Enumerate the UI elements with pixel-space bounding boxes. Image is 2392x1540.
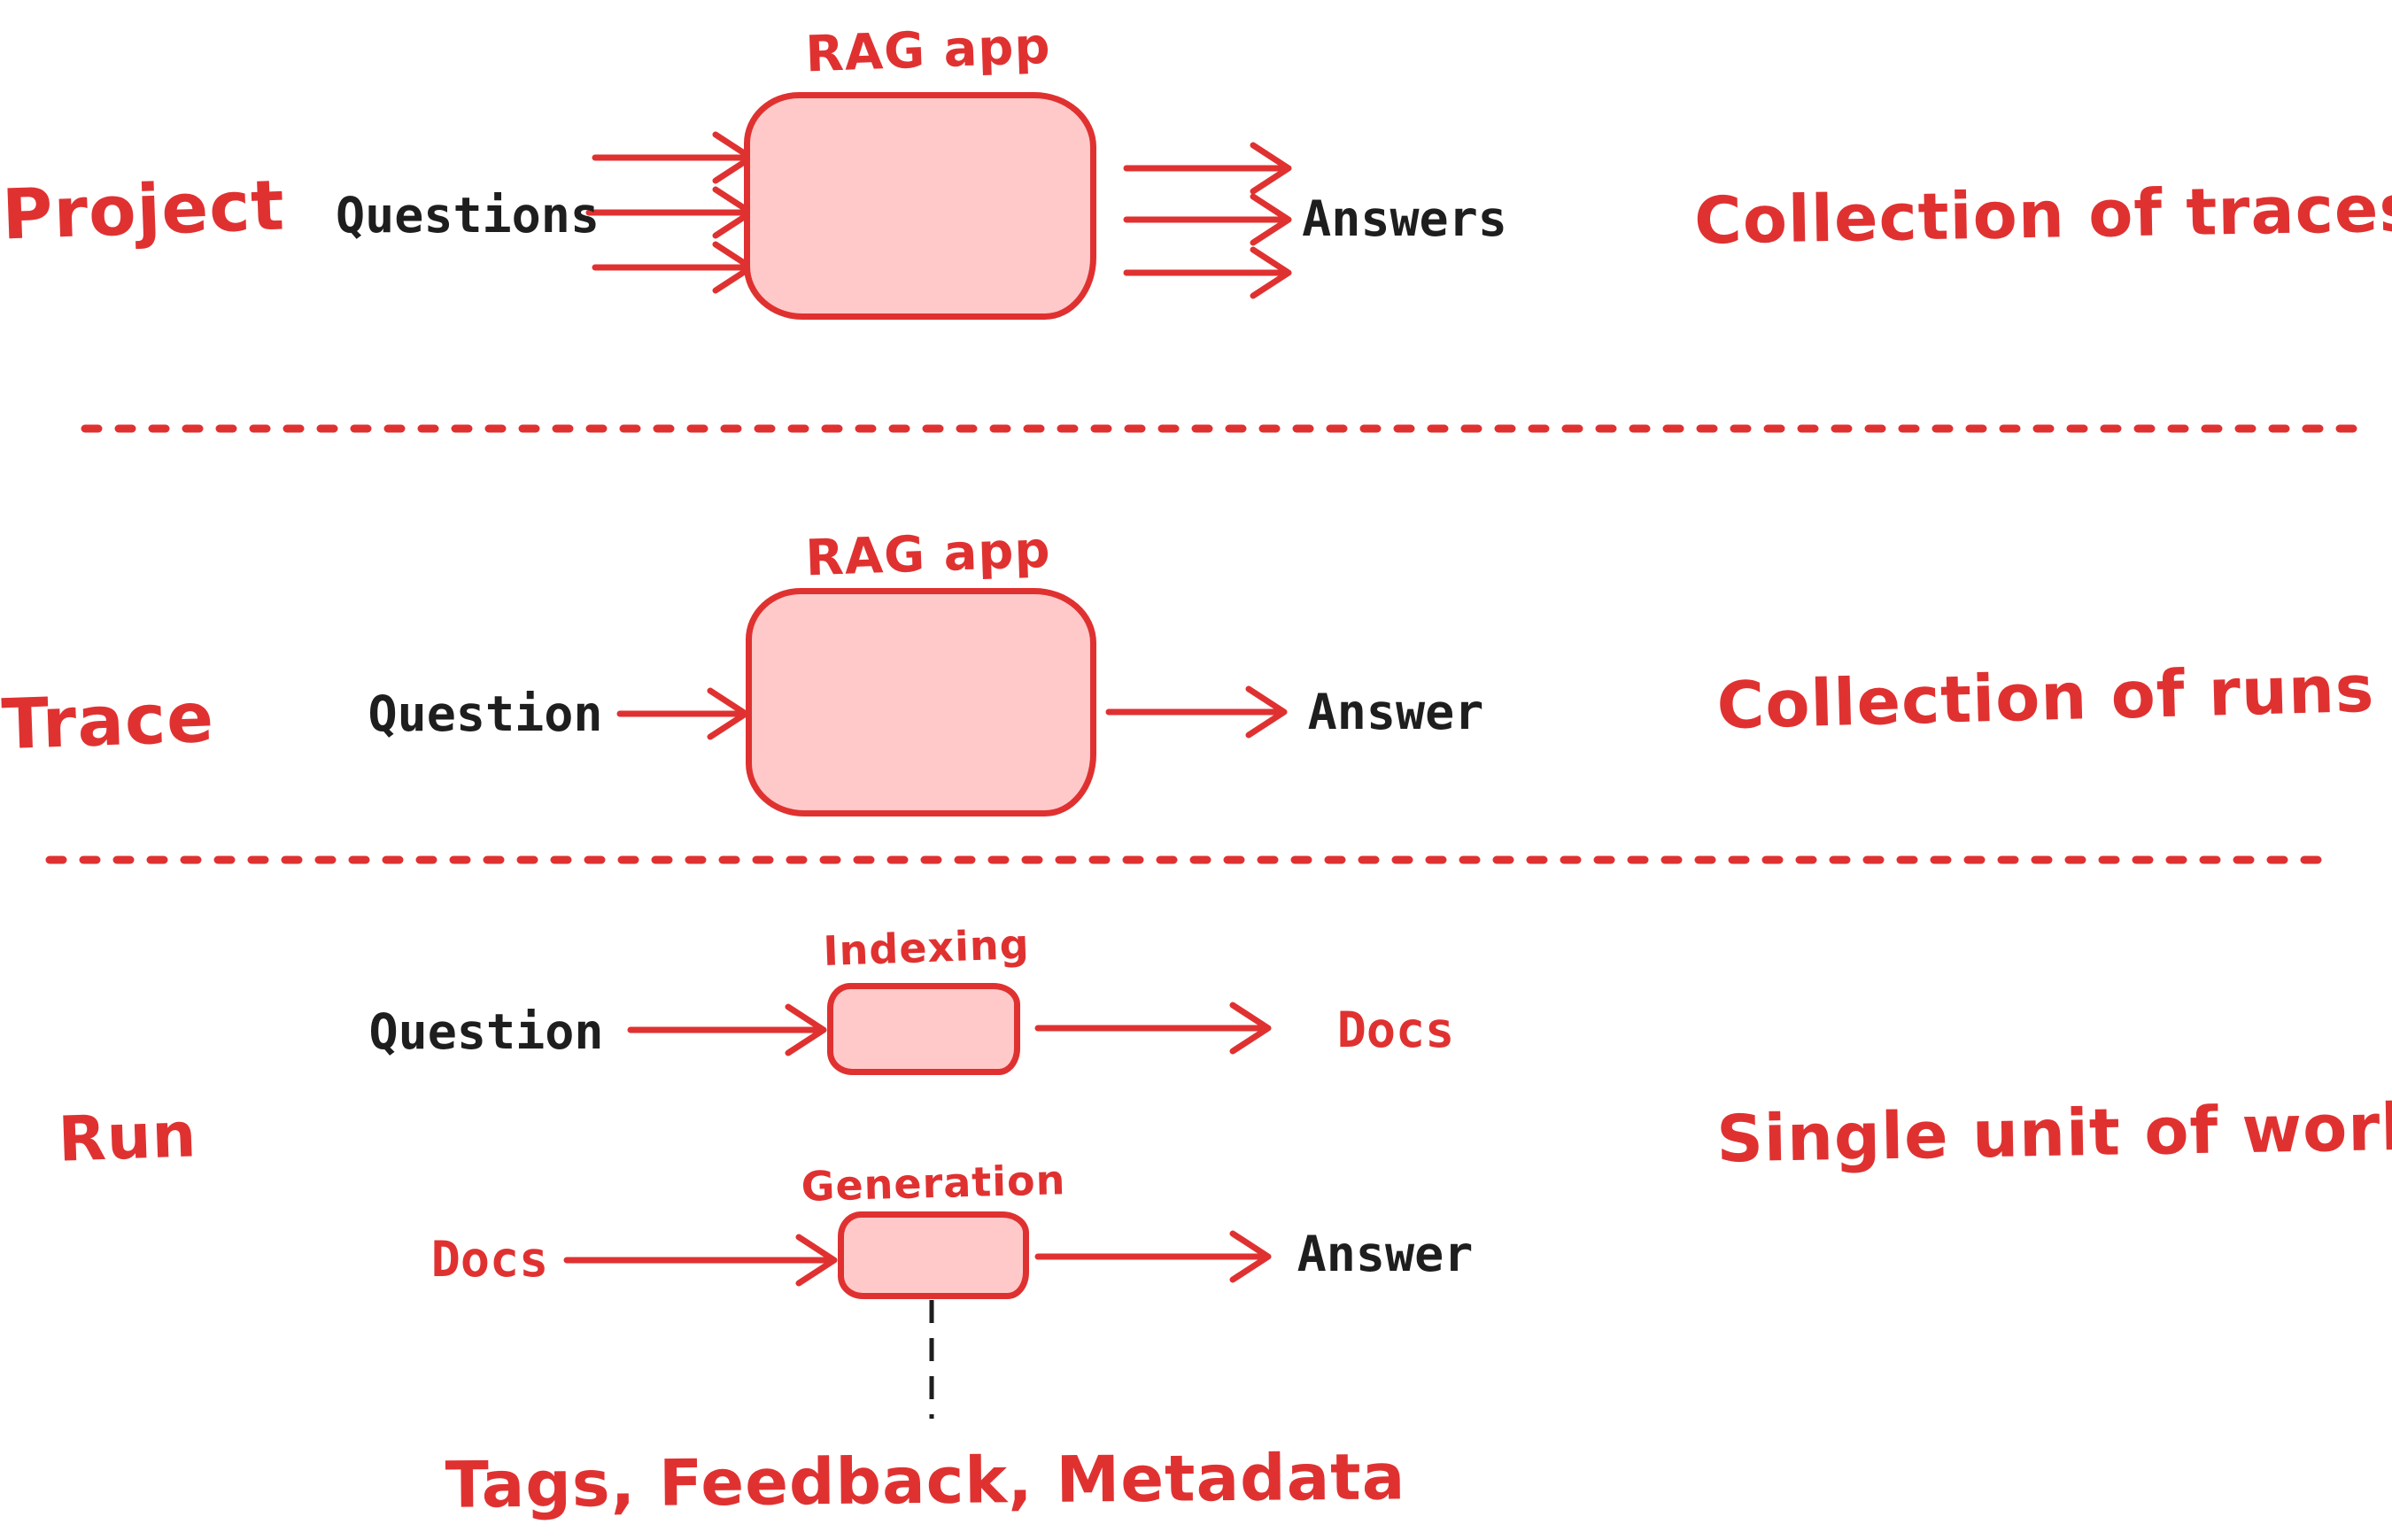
answers-output-arrow-1	[1123, 142, 1292, 195]
run-row-label: Run	[57, 1098, 198, 1176]
generation-output-arrow	[1034, 1230, 1272, 1283]
rag-app-title-project: RAG app	[804, 17, 1052, 84]
questions-input-arrow-2	[585, 186, 755, 239]
indexing-output-arrow	[1034, 1002, 1272, 1055]
indexing-input-label: Question	[368, 1003, 604, 1060]
generation-output-label: Answer	[1297, 1226, 1474, 1282]
project-output-label: Answers	[1302, 190, 1507, 247]
rag-app-title-trace: RAG app	[804, 521, 1052, 588]
questions-input-arrow-3	[592, 241, 755, 294]
rag-app-box-trace	[746, 588, 1096, 816]
trace-output-arrow	[1105, 685, 1288, 739]
generation-input-label: Docs	[430, 1231, 549, 1288]
rag-app-box-project	[744, 92, 1096, 320]
run-annotation: Single unit of work	[1715, 1089, 2392, 1178]
answers-output-arrow-3	[1123, 246, 1292, 299]
indexing-box	[827, 983, 1020, 1075]
generation-box	[838, 1211, 1029, 1299]
indexing-box-title: Indexing	[822, 919, 1031, 976]
answers-output-arrow-2	[1123, 193, 1292, 246]
project-annotation: Collection of traces	[1693, 171, 2392, 259]
trace-input-arrow	[616, 687, 749, 740]
indexing-input-arrow	[627, 1003, 827, 1056]
run-footnote: Tags, Feedback, Metadata	[445, 1439, 1406, 1522]
questions-input-arrow-1	[592, 131, 755, 184]
project-row-label: Project	[0, 166, 287, 256]
trace-input-label: Question	[368, 685, 603, 742]
indexing-output-label: Docs	[1336, 1002, 1455, 1058]
trace-row-label: Trace	[0, 677, 216, 766]
project-input-label: Questions	[335, 187, 600, 244]
trace-output-label: Answer	[1307, 684, 1484, 740]
generation-input-arrow	[563, 1234, 838, 1287]
generation-box-title: Generation	[800, 1156, 1067, 1211]
